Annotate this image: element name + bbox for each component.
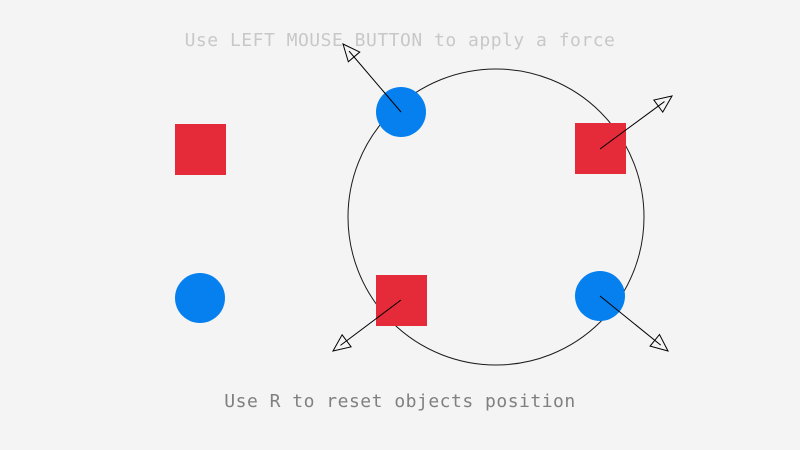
force-shaft [340, 299, 402, 346]
force-shaft [348, 50, 402, 113]
force-vector-force-circle-top [342, 43, 402, 113]
hint-reset-objects: Use R to reset objects position [224, 391, 576, 412]
body-circle-left[interactable] [175, 273, 225, 323]
force-shaft [599, 101, 665, 150]
force-vector-force-square-top-right [599, 95, 673, 150]
force-vector-force-square-bottom [332, 299, 402, 352]
bodies-group [175, 87, 626, 326]
boundary-circle [347, 68, 645, 366]
body-square-left[interactable] [175, 124, 226, 175]
force-arrowhead-icon [332, 333, 352, 352]
force-arrowhead-icon [649, 333, 669, 352]
force-vectors-group [332, 43, 673, 352]
force-arrowhead-icon [653, 95, 673, 114]
hint-apply-force: Use LEFT MOUSE BUTTON to apply a force [184, 30, 616, 51]
force-shaft [599, 295, 662, 346]
body-square-bottom[interactable] [376, 275, 427, 326]
force-arrowhead-icon [342, 43, 361, 63]
force-vector-force-circle-bottom-right [599, 295, 669, 352]
